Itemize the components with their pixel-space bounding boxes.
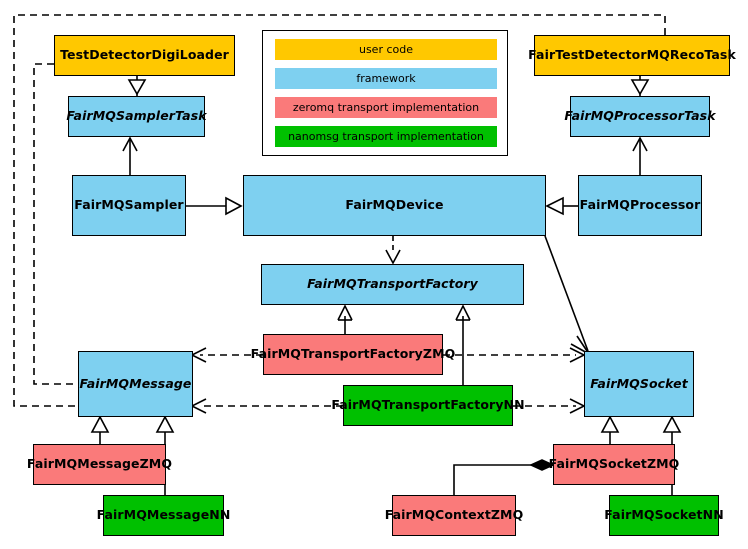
legend-item-zeromq: zeromq transport implementation (275, 97, 497, 118)
legend-item-nanomsg: nanomsg transport implementation (275, 126, 497, 147)
node-label: FairMQSamplerTask (66, 108, 207, 124)
edge-tfnn-transportfactory (455, 304, 471, 385)
node-fairmqtransportfactory[interactable]: FairMQTransportFactory (261, 264, 524, 305)
legend-label-zeromq: zeromq transport implementation (292, 101, 480, 114)
node-label: FairMQSampler (74, 197, 184, 213)
node-label: FairMQSocket (590, 375, 688, 391)
node-fairmqprocessortask[interactable]: FairMQProcessorTask (564, 96, 716, 137)
node-label: FairTestDetectorMQRecoTask (528, 47, 736, 63)
node-fairmqsamplertask[interactable]: FairMQSamplerTask (66, 96, 207, 137)
legend-panel: user code framework zeromq transport imp… (262, 30, 508, 156)
node-fairmqtransportfactoryzmq[interactable]: FairMQTransportFactoryZMQ (251, 334, 455, 375)
edge-device-socket (544, 235, 590, 355)
edge-tfzmq-socket (443, 347, 586, 363)
node-label: FairMQContextZMQ (384, 507, 524, 523)
node-fairmqsocketnn[interactable]: FairMQSocketNN (604, 495, 724, 536)
edge-tfnn-message (190, 398, 343, 414)
edge-contextzmq-socketzmq (453, 459, 555, 495)
node-fairmqmessagezmq[interactable]: FairMQMessageZMQ (27, 444, 172, 485)
legend-label-user-code: user code (358, 43, 414, 56)
edge-socketzmq-socket (600, 415, 620, 444)
node-fairmqtransportfactorynn[interactable]: FairMQTransportFactoryNN (331, 385, 525, 426)
node-fairmqsocketzmq[interactable]: FairMQSocketZMQ (549, 444, 679, 485)
node-fairmqsocket[interactable]: FairMQSocket (584, 351, 694, 417)
node-fairmqprocessor[interactable]: FairMQProcessor (578, 175, 702, 236)
edge-tfzmq-transportfactory (337, 304, 353, 334)
edge-digiloader-samplertask (127, 76, 147, 96)
node-label: FairMQDevice (345, 197, 444, 213)
node-label: FairMQSocketNN (604, 507, 724, 523)
node-label: FairMQTransportFactoryNN (331, 397, 525, 413)
node-label: FairMQSocketZMQ (548, 456, 680, 472)
node-testdetectordigiloader[interactable]: TestDetectorDigiLoader (54, 35, 235, 76)
node-label: FairMQMessageNN (96, 507, 231, 523)
node-fairmqsampler[interactable]: FairMQSampler (72, 175, 186, 236)
node-fairmqmessagenn[interactable]: FairMQMessageNN (97, 495, 230, 536)
node-label: FairMQTransportFactoryZMQ (250, 346, 456, 362)
edge-sampler-samplertask (122, 136, 138, 175)
legend-item-framework: framework (275, 68, 497, 89)
node-fairmqdevice[interactable]: FairMQDevice (243, 175, 546, 236)
node-label: TestDetectorDigiLoader (60, 47, 229, 63)
legend-label-nanomsg: nanomsg transport implementation (288, 130, 484, 143)
node-label: FairMQProcessor (579, 197, 701, 213)
edge-device-transportfactory (385, 236, 401, 265)
node-fairmqcontextzmq[interactable]: FairMQContextZMQ (385, 495, 523, 536)
node-label: FairMQTransportFactory (307, 276, 478, 292)
node-label: FairMQProcessorTask (564, 108, 716, 124)
edge-processor-processortask (632, 136, 648, 175)
edge-recotask-processortask (630, 76, 650, 96)
edge-sampler-device (186, 196, 243, 216)
edge-messagezmq-message (90, 415, 110, 444)
node-label: FairMQMessage (79, 375, 192, 391)
node-fairtestdetectormqrecotask[interactable]: FairTestDetectorMQRecoTask (528, 35, 736, 76)
legend-label-framework: framework (356, 72, 416, 85)
node-label: FairMQMessageZMQ (26, 456, 173, 472)
legend-item-user-code: user code (275, 39, 497, 60)
node-fairmqmessage[interactable]: FairMQMessage (78, 351, 193, 417)
